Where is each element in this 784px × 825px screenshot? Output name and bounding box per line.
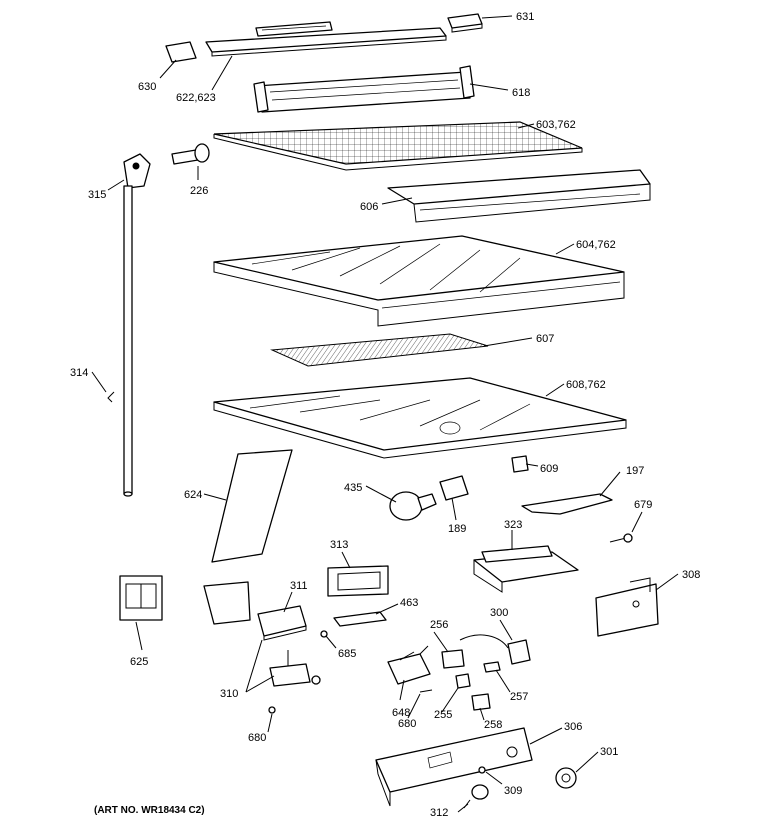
callout-685: 685 bbox=[338, 648, 356, 660]
callout-630: 630 bbox=[138, 81, 156, 93]
art-number: (ART NO. WR18434 C2) bbox=[94, 805, 205, 816]
callout-608-762: 608,762 bbox=[566, 379, 606, 391]
callout-603-762: 603,762 bbox=[536, 119, 576, 131]
callout-625: 625 bbox=[130, 656, 148, 668]
callout-311: 311 bbox=[290, 580, 308, 592]
callout-308: 308 bbox=[682, 569, 700, 581]
part-256 bbox=[441, 649, 465, 669]
callout-301: 301 bbox=[600, 746, 618, 758]
callout-255: 255 bbox=[434, 709, 452, 721]
callout-309: 309 bbox=[504, 785, 522, 797]
callout-300: 300 bbox=[490, 607, 508, 619]
callout-310: 310 bbox=[220, 688, 238, 700]
part-315-314 bbox=[107, 153, 151, 497]
part-301 bbox=[555, 767, 577, 789]
callout-680-a: 680 bbox=[398, 718, 416, 730]
callout-226: 226 bbox=[190, 185, 208, 197]
part-680-screws bbox=[268, 689, 433, 714]
callout-256: 256 bbox=[430, 619, 448, 631]
part-306 bbox=[375, 727, 533, 807]
leader-lines bbox=[91, 15, 679, 813]
part-435 bbox=[389, 491, 437, 521]
callout-624: 624 bbox=[184, 489, 202, 501]
part-300 bbox=[459, 634, 531, 665]
part-630 bbox=[165, 41, 197, 63]
callout-618: 618 bbox=[512, 87, 530, 99]
callout-313: 313 bbox=[330, 539, 348, 551]
callout-258: 258 bbox=[484, 719, 502, 731]
part-648 bbox=[387, 645, 431, 685]
callout-435: 435 bbox=[344, 482, 362, 494]
part-685 bbox=[320, 630, 328, 638]
callout-648: 648 bbox=[392, 707, 410, 719]
callout-609: 609 bbox=[540, 463, 558, 475]
part-258 bbox=[471, 693, 491, 711]
callout-679: 679 bbox=[634, 499, 652, 511]
part-257 bbox=[483, 661, 501, 673]
callout-197: 197 bbox=[626, 465, 644, 477]
part-197 bbox=[521, 493, 613, 515]
callout-607: 607 bbox=[536, 333, 554, 345]
callout-604-762: 604,762 bbox=[576, 239, 616, 251]
part-607 bbox=[270, 333, 489, 367]
part-603-762 bbox=[213, 121, 583, 171]
part-463 bbox=[333, 611, 387, 627]
callout-622-623: 622,623 bbox=[176, 92, 216, 104]
part-311 bbox=[257, 605, 307, 641]
callout-labels: 631 630 622,623 618 603,762 315 226 606 … bbox=[70, 11, 700, 819]
callout-463: 463 bbox=[400, 597, 418, 609]
part-313 bbox=[327, 565, 389, 597]
callout-312: 312 bbox=[430, 807, 448, 819]
callout-315: 315 bbox=[88, 189, 106, 201]
part-618 bbox=[253, 65, 475, 113]
part-606 bbox=[387, 169, 651, 223]
part-624 bbox=[211, 449, 293, 563]
callout-257: 257 bbox=[510, 691, 528, 703]
part-609 bbox=[511, 455, 529, 473]
part-226 bbox=[171, 143, 210, 165]
part-255 bbox=[455, 673, 471, 689]
part-308 bbox=[595, 577, 659, 637]
part-624-damper bbox=[203, 581, 251, 625]
part-679 bbox=[609, 533, 633, 543]
part-189 bbox=[439, 475, 469, 501]
part-323 bbox=[473, 545, 579, 593]
part-631 bbox=[447, 13, 483, 33]
part-622-623 bbox=[205, 21, 447, 57]
part-604-762 bbox=[213, 235, 625, 327]
callout-314: 314 bbox=[70, 367, 88, 379]
part-309 bbox=[478, 766, 486, 774]
callout-631: 631 bbox=[516, 11, 534, 23]
part-310 bbox=[269, 650, 321, 687]
callout-680-b: 680 bbox=[248, 732, 266, 744]
callout-189: 189 bbox=[448, 523, 466, 535]
callout-323: 323 bbox=[504, 519, 522, 531]
part-608-762 bbox=[213, 377, 627, 459]
part-625 bbox=[119, 575, 163, 621]
callout-606: 606 bbox=[360, 201, 378, 213]
callout-306: 306 bbox=[564, 721, 582, 733]
